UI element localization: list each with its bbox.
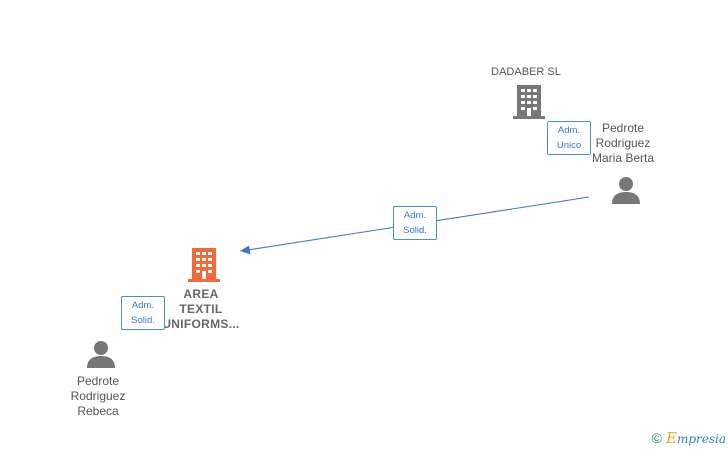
role-badge-line: Adm. <box>403 210 427 221</box>
person-label-line: Rodriguez <box>595 136 651 150</box>
role-badge-line: Solid. <box>403 225 427 236</box>
role-badge-line: Adm. <box>557 125 581 136</box>
company-label-line: UNIFORMS... <box>162 317 240 331</box>
building-icon[interactable] <box>188 247 220 282</box>
building-icon[interactable] <box>513 84 545 119</box>
person-label-line: Rebeca <box>77 404 119 418</box>
role-badge-adm-unico[interactable]: Adm. Unico <box>547 121 591 155</box>
brand-first-letter: E <box>665 429 677 447</box>
company-label-line: AREA <box>183 287 219 301</box>
person-label-line: Pedrote <box>76 374 120 388</box>
edge-maria-to-area-arrowhead <box>240 245 251 255</box>
company-label-line: TEXTIL <box>179 302 223 316</box>
person-label-line: Pedrote <box>601 121 645 135</box>
role-badge-adm-solid-rebeca[interactable]: Adm. Solid. <box>121 296 165 330</box>
brand-rest: mpresia <box>676 432 726 446</box>
person-label-pedrote-maria[interactable]: Pedrote Rodriguez Maria Berta <box>573 121 673 166</box>
person-icon[interactable] <box>611 176 641 205</box>
person-icon[interactable] <box>86 340 116 369</box>
empresia-logo[interactable]: Empresia <box>666 429 726 447</box>
company-label-area-textil[interactable]: AREA TEXTIL UNIFORMS... <box>150 287 252 332</box>
footer-brand: © Empresia <box>652 428 726 448</box>
company-label-dadaber[interactable]: DADABER SL <box>491 66 561 78</box>
person-label-pedrote-rebeca[interactable]: Pedrote Rodriguez Rebeca <box>48 374 148 419</box>
role-badge-line: Unico <box>556 140 582 151</box>
copyright-icon: © <box>651 430 662 446</box>
person-label-line: Rodriguez <box>70 389 126 403</box>
role-badge-line: Solid. <box>131 315 155 326</box>
role-badge-line: Adm. <box>131 300 155 311</box>
person-label-line: Maria Berta <box>591 151 655 165</box>
role-badge-adm-solid-maria[interactable]: Adm. Solid. <box>393 206 437 240</box>
